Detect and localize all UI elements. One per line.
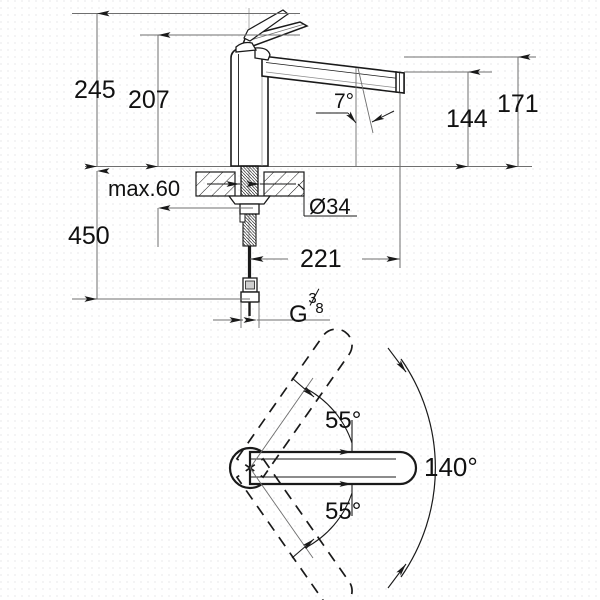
faucet-spout — [261, 55, 405, 94]
label-144: 144 — [446, 105, 488, 133]
dimension-thread — [213, 302, 330, 328]
swivel-spout-centre — [248, 450, 418, 486]
dimension-221 — [250, 93, 401, 268]
label-450: 450 — [68, 222, 110, 250]
rod-collar — [239, 213, 246, 223]
faucet-body-group — [230, 9, 405, 167]
mounting-stud — [240, 165, 259, 197]
swivel-upper-extension — [249, 377, 314, 469]
label-thread-prefix: G — [289, 301, 308, 328]
swivel-spout-lower-ghost — [235, 457, 353, 600]
swivel-total-arrow-bottom — [387, 563, 407, 589]
spout-outlet — [395, 71, 405, 94]
spout-angle-arrow-left — [346, 111, 357, 124]
swivel-spout-upper-ghost — [235, 328, 353, 479]
mounting-hardware-group — [227, 165, 272, 316]
label-hole-diameter: Ø34 — [309, 194, 351, 219]
spout-lower-shade — [265, 71, 404, 89]
swivel-total-arrow-top — [387, 347, 407, 373]
dimension-207 — [140, 32, 300, 170]
lever-handle-raised — [243, 9, 289, 42]
swivel-spout-upper-outline — [235, 328, 353, 479]
elevation-view — [72, 8, 536, 328]
swivel-upper-arrow-outer — [291, 377, 315, 398]
label-thread-numerator: 3 — [308, 290, 317, 307]
hose-fitting-inner — [245, 280, 255, 290]
label-swivel-total-140: 140° — [424, 452, 478, 482]
dimension-450 — [72, 168, 253, 302]
swivel-spout-lower-outline — [235, 457, 353, 600]
label-spout-angle: 7° — [334, 90, 355, 113]
spout-angle-arrow-right — [371, 110, 395, 123]
dimension-144 — [404, 69, 492, 170]
dimension-171 — [404, 54, 536, 170]
label-swivel-upper-55: 55° — [325, 407, 362, 434]
spout-angle-inclined-line — [357, 67, 374, 134]
dimension-swivel-lower-55 — [249, 467, 353, 559]
label-171: 171 — [497, 90, 539, 118]
dimension-245 — [72, 10, 300, 170]
dimension-swivel-upper-55 — [249, 377, 353, 469]
swivel-total-arc — [400, 358, 436, 578]
label-max60: max.60 — [108, 176, 181, 201]
dimension-hole-diameter — [297, 183, 357, 217]
mounting-nut — [239, 203, 260, 215]
plan-swivel-view — [228, 328, 436, 600]
lever-handle-lowered-crease — [248, 24, 304, 41]
thread-connector — [240, 291, 260, 303]
swivel-lower-extension — [249, 467, 314, 559]
spout-inner-line — [265, 62, 404, 80]
spout-shoulder — [254, 47, 271, 61]
swivel-lower-arrow-outer — [291, 538, 315, 559]
hole-diameter-leader-tick — [297, 183, 305, 191]
label-245: 245 — [74, 76, 116, 104]
mounting-washer — [227, 195, 272, 205]
label-swivel-lower-55: 55° — [325, 498, 362, 525]
label-207: 207 — [128, 86, 170, 114]
label-thread-denominator: 8 — [315, 301, 324, 318]
label-221: 221 — [300, 245, 342, 273]
lever-pivot-boss — [235, 41, 258, 53]
dimension-spout-angle — [316, 67, 395, 166]
dimension-swivel-total-140 — [387, 347, 436, 589]
